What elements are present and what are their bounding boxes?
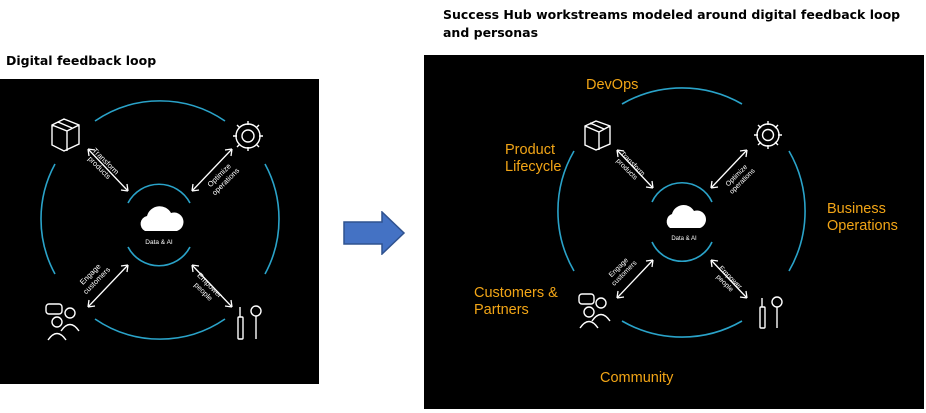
box-icon xyxy=(584,120,611,151)
right-diagram-svg: Data & AI Transform products Optimize op… xyxy=(557,87,806,338)
gear-icon xyxy=(233,121,263,151)
people-icon xyxy=(45,303,80,341)
spoke-optimize xyxy=(191,148,233,192)
outer-arc-left xyxy=(557,150,575,272)
spoke-optimize xyxy=(710,149,748,189)
label-engage: Engage customers xyxy=(608,257,639,288)
left-diagram-svg: Data & AI Transform products Optimize op… xyxy=(40,100,280,341)
outer-arc-bottom xyxy=(94,318,226,340)
outer-arc-top xyxy=(94,100,226,122)
outer-arc-left xyxy=(40,163,56,275)
spoke-engage xyxy=(616,259,654,299)
workstream-customers-partners: Customers & Partners xyxy=(474,285,558,318)
outer-arc-bottom xyxy=(621,320,743,338)
spoke-transform xyxy=(616,149,654,189)
spoke-transform xyxy=(87,148,129,192)
center-label: Data & AI xyxy=(671,236,697,242)
label-empower: Empower people xyxy=(714,265,743,294)
workstream-product-lifecycle: Product Lifecycle xyxy=(505,142,562,175)
tools-icon xyxy=(759,296,783,329)
box-icon xyxy=(51,118,80,152)
outer-arc-right xyxy=(788,150,806,272)
right-title: Success Hub workstreams modeled around d… xyxy=(443,7,901,40)
transition-arrow-icon xyxy=(343,211,406,255)
cloud-icon xyxy=(140,206,184,231)
label-optimize: Optimize operations xyxy=(725,164,757,196)
inner-arc-top xyxy=(651,181,713,203)
inner-arc-bottom xyxy=(651,241,713,263)
workstream-business-operations: Business Operations xyxy=(827,201,898,234)
people-icon xyxy=(578,293,611,329)
spoke-empower xyxy=(710,259,748,299)
spoke-empower xyxy=(191,264,233,308)
outer-arc-right xyxy=(264,163,280,275)
left-title: Digital feedback loop xyxy=(6,53,157,68)
right-diagram: Data & AI Transform products Optimize op… xyxy=(424,55,924,409)
workstream-devops: DevOps xyxy=(586,77,639,93)
inner-arc-top xyxy=(127,183,191,204)
workstream-community: Community xyxy=(600,370,674,386)
label-optimize: Optimize operations xyxy=(206,162,242,198)
inner-arc-bottom xyxy=(127,246,191,267)
center-label: Data & AI xyxy=(145,239,173,246)
tools-icon xyxy=(237,305,262,340)
spoke-engage xyxy=(87,264,129,308)
outer-arc-top xyxy=(621,87,743,105)
gear-icon xyxy=(754,121,782,149)
label-engage: Engage customers xyxy=(78,262,112,296)
left-diagram: Data & AI Transform products Optimize op… xyxy=(0,79,319,384)
label-empower: Empower people xyxy=(192,271,224,303)
cloud-icon xyxy=(666,205,707,228)
